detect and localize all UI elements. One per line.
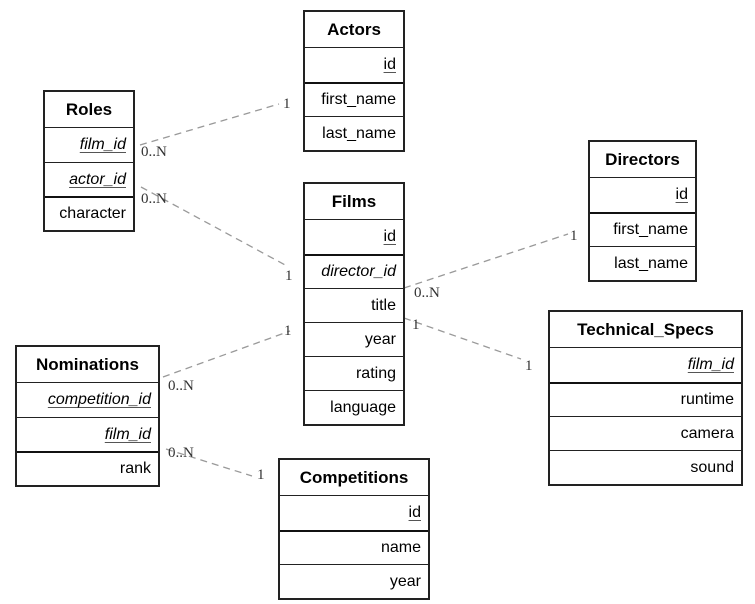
field-row-rating: rating — [305, 356, 403, 390]
field-row-year: year — [305, 322, 403, 356]
field-row-name: name — [280, 530, 428, 564]
cardinality-label: 0..N — [141, 191, 167, 207]
field-name: film_id — [104, 425, 151, 443]
cardinality-label: 0..N — [168, 445, 194, 461]
cardinality-label: 0..N — [141, 144, 167, 160]
field-row-last_name: last_name — [305, 116, 403, 150]
field-name: first_name — [321, 91, 396, 108]
field-name: last_name — [322, 124, 396, 142]
field-row-film_id: film_id — [17, 417, 158, 451]
field-row-camera: camera — [550, 416, 741, 450]
relation-line-nominations-films — [162, 330, 291, 378]
field-name: id — [383, 228, 396, 245]
field-name: year — [389, 572, 421, 590]
entity-title: Directors — [590, 142, 695, 178]
field-row-id: id — [590, 178, 695, 212]
field-name: character — [59, 205, 126, 222]
field-row-id: id — [280, 496, 428, 530]
field-name: last_name — [614, 254, 688, 272]
cardinality-label: 1 — [525, 358, 533, 374]
field-name: rank — [119, 460, 151, 477]
entity-table-actors[interactable]: Actors id first_name last_name — [303, 10, 405, 152]
entity-table-directors[interactable]: Directors id first_name last_name — [588, 140, 697, 282]
field-name: id — [383, 56, 396, 73]
field-name: camera — [680, 424, 734, 442]
field-name: competition_id — [47, 391, 151, 408]
cardinality-label: 1 — [257, 467, 265, 483]
field-row-language: language — [305, 390, 403, 424]
field-name: film_id — [687, 356, 734, 373]
relation-line-roles-actors — [139, 103, 280, 146]
relation-line-roles-films — [140, 186, 288, 267]
relation-line-nominations-competitions — [165, 448, 253, 477]
field-name: name — [380, 539, 421, 556]
field-row-competition_id: competition_id — [17, 383, 158, 417]
cardinality-label: 1 — [285, 268, 293, 284]
entity-title: Actors — [305, 12, 403, 48]
field-name: rating — [355, 364, 396, 382]
field-name: sound — [690, 458, 734, 476]
field-row-director_id: director_id — [305, 254, 403, 288]
field-row-year: year — [280, 564, 428, 598]
field-name: title — [371, 296, 396, 314]
field-row-title: title — [305, 288, 403, 322]
field-name: year — [364, 330, 396, 348]
field-row-last_name: last_name — [590, 246, 695, 280]
field-row-id: id — [305, 220, 403, 254]
cardinality-label: 1 — [284, 323, 292, 339]
field-row-sound: sound — [550, 450, 741, 484]
cardinality-label: 0..N — [168, 378, 194, 394]
cardinality-label: 0..N — [414, 285, 440, 301]
entity-title: Competitions — [280, 460, 428, 496]
cardinality-label: 1 — [283, 96, 291, 112]
field-name: actor_id — [69, 170, 126, 188]
field-row-character: character — [45, 196, 133, 230]
entity-title: Roles — [45, 92, 133, 128]
field-name: film_id — [79, 136, 126, 153]
field-row-film_id: film_id — [550, 348, 741, 382]
entity-table-roles[interactable]: Roles film_id actor_id character — [43, 90, 135, 232]
entity-title: Nominations — [17, 347, 158, 383]
entity-table-competitions[interactable]: Competitions id name year — [278, 458, 430, 600]
field-row-first_name: first_name — [305, 82, 403, 116]
cardinality-label: 1 — [570, 228, 578, 244]
relation-line-films-technical_specs — [403, 317, 522, 360]
field-name: director_id — [321, 263, 396, 280]
field-name: runtime — [680, 391, 734, 408]
field-row-first_name: first_name — [590, 212, 695, 246]
field-row-id: id — [305, 48, 403, 82]
field-name: id — [408, 504, 421, 521]
field-row-actor_id: actor_id — [45, 162, 133, 196]
field-row-runtime: runtime — [550, 382, 741, 416]
cardinality-label: 1 — [412, 317, 420, 333]
field-row-rank: rank — [17, 451, 158, 485]
field-name: id — [675, 186, 688, 203]
relation-line-films-directors — [403, 233, 569, 289]
entity-title: Technical_Specs — [550, 312, 741, 348]
field-row-film_id: film_id — [45, 128, 133, 162]
entity-title: Films — [305, 184, 403, 220]
field-name: first_name — [613, 221, 688, 238]
field-name: language — [330, 398, 396, 416]
